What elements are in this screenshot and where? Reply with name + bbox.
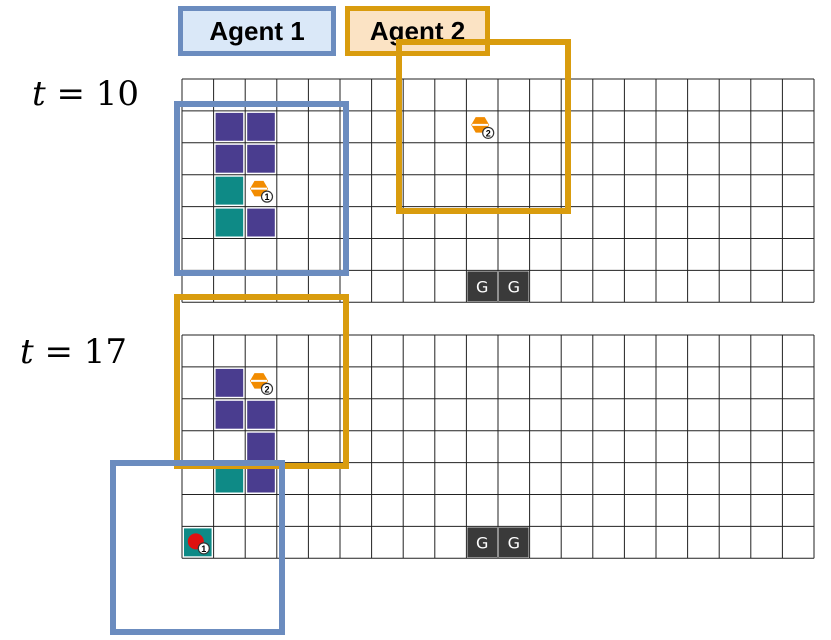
agent-1-view-box-t17 bbox=[110, 460, 285, 635]
teal-cell bbox=[215, 464, 244, 493]
agent-1-label: Agent 1 bbox=[209, 15, 305, 46]
obstacle-cell bbox=[247, 112, 275, 141]
agent-badge bbox=[482, 126, 495, 139]
time-label-t10: t = 10 bbox=[32, 74, 139, 114]
orange-agent-icon: 2 bbox=[250, 373, 274, 395]
teal-cell bbox=[215, 208, 244, 237]
goal-cell bbox=[499, 527, 529, 558]
goal-cell bbox=[467, 271, 497, 302]
time-variable: t bbox=[20, 332, 34, 372]
obstacle-cell bbox=[247, 144, 275, 173]
goal-label: G bbox=[508, 533, 520, 552]
orange-agent-icon: 1 bbox=[250, 180, 274, 203]
agent-badge-number: 1 bbox=[201, 544, 206, 554]
obstacle-cell bbox=[247, 208, 275, 237]
grid-panel-2: G G 2 1 bbox=[181, 334, 815, 559]
red-agent-icon: 1 bbox=[187, 533, 210, 555]
obstacle-cell bbox=[247, 464, 275, 493]
agent-badge-number: 2 bbox=[264, 384, 269, 394]
time-value: = 10 bbox=[45, 74, 140, 114]
agent-2-view-box-t10 bbox=[396, 39, 571, 214]
time-value: = 17 bbox=[33, 332, 128, 372]
obstacle-cell bbox=[215, 144, 244, 173]
agent-badge bbox=[260, 382, 274, 395]
agent-badge-number: 1 bbox=[264, 192, 269, 202]
teal-cell bbox=[215, 176, 244, 205]
agent-badge-number: 2 bbox=[486, 128, 491, 138]
goal-label: G bbox=[508, 277, 520, 296]
goal-label: G bbox=[476, 533, 488, 552]
orange-agent-icon: 2 bbox=[471, 117, 495, 139]
agent-1-view-box-t10 bbox=[174, 101, 349, 276]
obstacle-cell bbox=[215, 368, 244, 397]
obstacle-cell bbox=[247, 400, 275, 429]
agent-1-legend: Agent 1 bbox=[178, 6, 336, 56]
time-variable: t bbox=[32, 74, 46, 114]
agent-badge bbox=[260, 190, 274, 203]
obstacle-cell bbox=[247, 432, 275, 461]
goal-cell bbox=[499, 271, 529, 302]
obstacle-cell bbox=[215, 112, 244, 141]
time-label-t17: t = 17 bbox=[20, 332, 127, 372]
grid-panel-1: G G 1 2 bbox=[181, 78, 815, 303]
goal-label: G bbox=[476, 277, 488, 296]
goal-cell bbox=[467, 527, 497, 558]
agent-badge bbox=[197, 542, 210, 555]
obstacle-cell bbox=[215, 400, 244, 429]
